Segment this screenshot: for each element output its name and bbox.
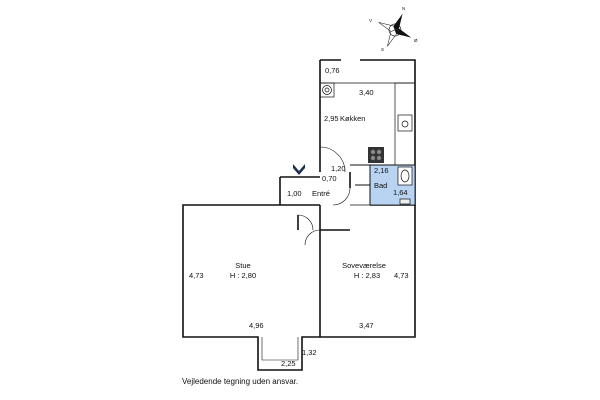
dim-bath-depth: 1,64: [393, 188, 408, 197]
bath-wall: [350, 164, 415, 205]
room-bedroom: Soveværelse: [342, 261, 386, 270]
dim-bay-width: 2,25: [281, 359, 296, 368]
dim-entry-c: 1,00: [287, 189, 302, 198]
dim-bedroom-width: 3,47: [359, 321, 374, 330]
disclaimer-text: Vejledende tegning uden ansvar.: [182, 377, 299, 386]
dim-bay-depth: 1,32: [302, 348, 317, 357]
compass-n: N: [402, 6, 405, 11]
bath-fixtures: [397, 166, 413, 205]
compass-o: Ø: [414, 38, 418, 43]
room-living-height: H : 2,80: [230, 271, 256, 280]
dim-entry-a: 1,20: [331, 164, 346, 173]
room-entry: Entré: [312, 189, 330, 198]
room-bedroom-height: H : 2,83: [354, 271, 380, 280]
bay-window: [261, 337, 299, 361]
room-kitchen: Køkken: [340, 114, 365, 123]
dim-entry-b: 0,70: [322, 174, 337, 183]
kitchen-counter: [319, 82, 415, 165]
compass-v: V: [369, 18, 372, 23]
door-swings: [297, 146, 351, 246]
dim-kitchen-width: 3,40: [359, 88, 374, 97]
dim-bedroom-depth: 4,73: [394, 271, 409, 280]
compass-s: S: [381, 47, 384, 52]
compass-icon: [378, 13, 412, 47]
dim-living-depth: 4,73: [189, 271, 204, 280]
room-living: Stue: [235, 261, 250, 270]
dim-living-width: 4,96: [249, 321, 264, 330]
dim-bath-width: 2,16: [374, 166, 389, 175]
dim-kitchen-depth: 2,95: [324, 114, 339, 123]
dim-kitchen-top: 0,76: [325, 66, 340, 75]
stove-icon: [368, 147, 384, 163]
room-bath: Bad: [374, 181, 387, 190]
entrance-marker: [293, 164, 305, 175]
